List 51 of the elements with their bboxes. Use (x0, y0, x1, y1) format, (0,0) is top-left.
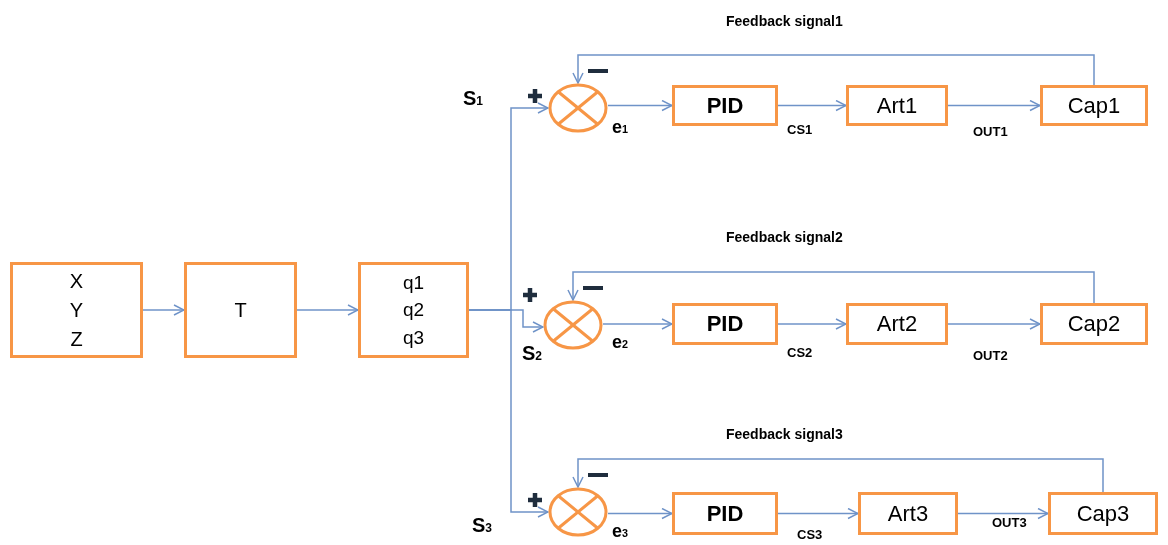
arrow (947, 318, 1041, 330)
block-box (358, 262, 469, 358)
arrow (572, 458, 1104, 493)
edge-label: OUT2 (973, 349, 1008, 362)
edge-label: CS2 (787, 346, 813, 359)
arrow (296, 304, 359, 316)
summing-junction (548, 83, 608, 133)
arrow (602, 318, 673, 330)
arrow (777, 507, 859, 520)
block-box (672, 85, 778, 126)
summing-junction (548, 487, 608, 537)
block-box (858, 492, 958, 535)
arrow (572, 54, 1095, 86)
arrow (607, 99, 673, 112)
block-box (846, 85, 948, 126)
block-label: T (234, 300, 247, 320)
edge-label: CS1 (787, 123, 813, 136)
edge-label: OUT3 (992, 516, 1027, 529)
block-label: Cap2 (1067, 313, 1121, 335)
block-label: Art3 (887, 502, 929, 525)
block-box (1048, 492, 1158, 535)
arrow (777, 99, 847, 112)
edge-label: Feedback signal2 (726, 230, 843, 244)
block-label: q1 q2 q3 (402, 270, 425, 350)
block-box (1040, 303, 1148, 345)
arrow (468, 309, 549, 518)
arrow (142, 304, 185, 316)
block-label: X Y Z (69, 268, 84, 352)
block-box (846, 303, 948, 345)
edge-label: Feedback signal3 (726, 427, 843, 441)
arrow (957, 507, 1049, 520)
arrow (777, 318, 847, 330)
block-box (10, 262, 143, 358)
edge-label: Feedback signal1 (726, 14, 843, 28)
block-label: Art2 (876, 313, 918, 335)
block-label: Cap1 (1067, 94, 1121, 117)
edge-label: CS3 (797, 528, 823, 541)
block-label: PID (706, 502, 744, 525)
block-label: PID (706, 94, 744, 117)
arrow (567, 271, 1095, 304)
block-box (184, 262, 297, 358)
edge-label: OUT1 (973, 125, 1008, 138)
block-label: Cap3 (1076, 502, 1130, 525)
arrow (947, 99, 1041, 112)
block-box (672, 492, 778, 535)
summing-junction (543, 300, 603, 350)
arrow (607, 507, 673, 520)
block-box (1040, 85, 1148, 126)
block-label: Art1 (876, 94, 918, 117)
block-box (672, 303, 778, 345)
block-label: PID (706, 313, 744, 335)
